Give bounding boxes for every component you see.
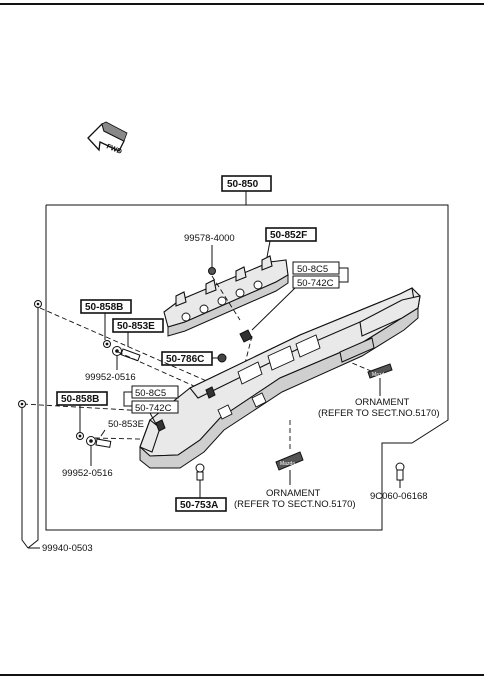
ornament-right: Mazda	[367, 363, 393, 379]
retainer-clip	[239, 329, 253, 343]
callout-50-742c-lower-box	[131, 400, 179, 414]
callout-50-858b-upper-box	[80, 299, 132, 314]
callout-50-786c: 50-786C	[166, 354, 204, 365]
callout-50-850: 50-850	[227, 179, 259, 190]
callout-99952-0516-lower: 99952-0516	[62, 468, 113, 479]
callout-50-753a: 50-753A	[180, 500, 218, 511]
callout-50-753a-box	[175, 497, 227, 512]
ornament-right-note: (REFER TO SECT.NO.5170)	[318, 408, 440, 419]
clip-99940-lower	[18, 400, 26, 408]
fastener-set-upper	[103, 340, 141, 362]
ornament-right-title: ORNAMENT	[355, 397, 410, 408]
callout-50-858b-upper: 50-858B	[85, 302, 123, 313]
forward-arrow-icon: FWD	[87, 121, 128, 156]
callout-99578-4000: 99578-4000	[184, 233, 235, 244]
nut-99578	[208, 267, 216, 275]
callout-9c060-06168: 9C060-06168	[370, 491, 428, 502]
callout-50-853e-lower: 50-853E	[108, 419, 144, 430]
callout-50-852f: 50-852F	[270, 230, 307, 241]
svg-text:Mazda: Mazda	[280, 461, 295, 467]
callout-50-742c-upper: 50-742C	[297, 278, 334, 289]
clip-50-753a	[195, 463, 205, 481]
callout-50-8c5-upper: 50-8C5	[297, 264, 328, 275]
reinforcement-bracket	[163, 255, 289, 337]
callout-99940-0503: 99940-0503	[42, 543, 93, 554]
ornament-lower-note: (REFER TO SECT.NO.5170)	[234, 499, 356, 510]
assembly-bracket	[45, 204, 449, 531]
ornament-lower: Mazda	[275, 451, 304, 471]
callout-99952-0516-upper: 99952-0516	[85, 372, 136, 383]
callout-50-858b-lower: 50-858B	[61, 394, 99, 405]
nut-50-786c	[217, 353, 227, 363]
fastener-set-lower	[76, 432, 112, 448]
callout-50-742c-lower: 50-742C	[135, 403, 172, 414]
screw-9c060	[395, 462, 405, 481]
callout-50-853e-upper-box	[112, 318, 164, 333]
callout-50-858b-lower-box	[56, 391, 108, 406]
callout-50-852f-box	[265, 227, 317, 242]
callout-50-853e-upper: 50-853E	[117, 321, 155, 332]
callout-50-8c5-lower: 50-8C5	[135, 388, 166, 399]
svg-text:Mazda: Mazda	[372, 372, 387, 378]
ornament-lower-title: ORNAMENT	[266, 488, 321, 499]
clip-99940-upper	[34, 300, 42, 308]
rear-garnish-panel	[139, 287, 421, 469]
